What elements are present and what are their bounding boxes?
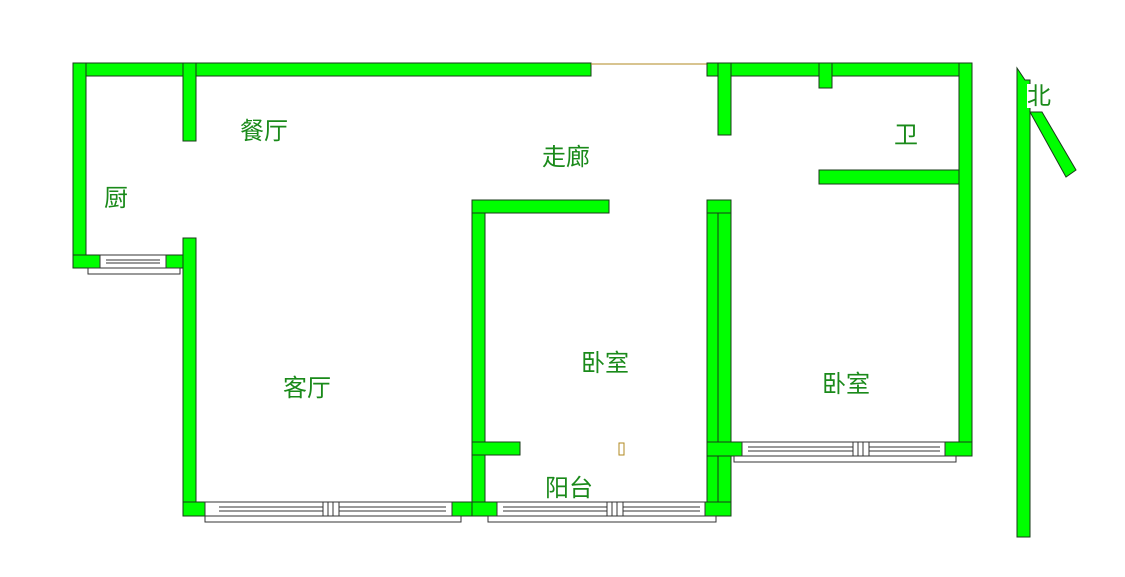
room-label-living: 客厅 bbox=[283, 374, 331, 402]
wall-kitchen-partition bbox=[182, 62, 197, 142]
wall-top-right bbox=[706, 62, 973, 77]
room-label-kitchen: 厨 bbox=[104, 184, 128, 212]
wall-bedroom2-bottom-right bbox=[944, 441, 973, 457]
window-bedroom2 bbox=[733, 441, 957, 463]
wall-left bbox=[72, 62, 87, 269]
wall-balcony-divider-left bbox=[471, 441, 521, 456]
wall-bedroom1-left bbox=[471, 199, 486, 517]
wall-corridor-right-stub bbox=[717, 62, 732, 136]
marker bbox=[618, 442, 625, 456]
room-label-corridor: 走廊 bbox=[542, 143, 590, 171]
wall-bedroom1-top bbox=[471, 199, 610, 214]
room-label-bedroom2: 卧室 bbox=[822, 370, 870, 398]
window-kitchen bbox=[87, 254, 181, 275]
wall-bathroom-bottom bbox=[818, 169, 973, 185]
compass-arrow-icon bbox=[1016, 66, 1077, 538]
wall-balcony-bottom-right bbox=[701, 501, 732, 517]
room-label-bedroom1: 卧室 bbox=[581, 349, 629, 377]
room-label-dining: 餐厅 bbox=[240, 117, 288, 145]
wall-top-left bbox=[72, 62, 592, 77]
wall-right bbox=[958, 62, 973, 457]
wall-bathroom-stub bbox=[818, 62, 833, 89]
wall-bedroom1-right-cap bbox=[706, 199, 732, 214]
room-label-bathroom: 卫 bbox=[894, 121, 918, 149]
wall-balcony-divider-right bbox=[706, 441, 748, 457]
wall-kitchen-bottom-left bbox=[72, 254, 101, 269]
wall-bedroom1-right-inner bbox=[717, 212, 732, 517]
wall-living-bottom-left bbox=[182, 501, 206, 517]
room-label-balcony: 阳台 bbox=[541, 476, 597, 500]
wall-living-left bbox=[182, 237, 197, 517]
window-living bbox=[204, 501, 462, 523]
compass-label-north: 北 bbox=[1027, 82, 1051, 110]
window-balcony bbox=[487, 501, 717, 523]
